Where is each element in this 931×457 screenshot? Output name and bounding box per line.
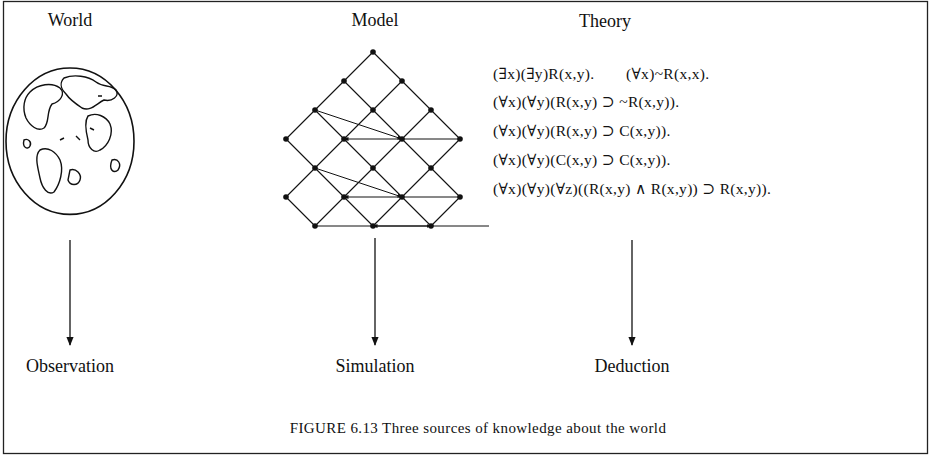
lattice-edge xyxy=(286,139,315,168)
lattice-dot xyxy=(370,165,376,171)
lattice-graph xyxy=(283,49,489,229)
lattice-edge xyxy=(431,110,460,139)
source-name: Simulation xyxy=(335,356,414,378)
source-name: Deduction xyxy=(595,356,670,378)
lattice-dot xyxy=(370,49,376,55)
lattice-edge xyxy=(431,197,460,226)
arrow xyxy=(69,240,70,345)
lattice-dot xyxy=(457,136,463,142)
lattice-dot xyxy=(457,194,463,200)
lattice-edge xyxy=(344,139,373,168)
column-heading: World xyxy=(48,10,93,32)
source-name: Observation xyxy=(26,356,114,378)
lattice-edge xyxy=(344,52,373,81)
lattice-dot xyxy=(399,136,405,142)
formula: (∀x)(∀y)(∀z)((R(x,y) ∧ R(x,y)) ⊃ R(x,y))… xyxy=(493,180,771,199)
formula: (∃x)(∃y)R(x,y). xyxy=(493,65,594,84)
globe-figure: World xyxy=(5,8,135,218)
globe-outline xyxy=(5,60,135,218)
lattice-edge xyxy=(402,197,431,226)
lattice-edge xyxy=(344,197,373,226)
lattice-dot xyxy=(370,223,376,229)
lattice-dot xyxy=(341,78,347,84)
column-heading: Theory xyxy=(579,11,631,33)
lattice-dot xyxy=(283,194,289,200)
formula: (∀x)(∀y)(R(x,y) ⊃ C(x,y)). xyxy=(493,122,671,141)
lattice-arrow xyxy=(315,168,402,197)
lattice-edge xyxy=(344,81,373,110)
lattice-dot xyxy=(341,136,347,142)
lattice-edge xyxy=(315,139,344,168)
globe-continents xyxy=(24,76,120,193)
lattice-dot xyxy=(312,107,318,113)
lattice-edge xyxy=(402,81,431,110)
lattice-arrow xyxy=(315,110,402,139)
lattice-dot xyxy=(428,107,434,113)
lattice-edge xyxy=(373,52,402,81)
formula: (∀x)(∀y)(R(x,y) ⊃ ~R(x,y)). xyxy=(493,93,679,112)
lattice-edge xyxy=(373,81,402,110)
lattice-edge xyxy=(431,168,460,197)
source-arrows xyxy=(70,238,632,345)
formula: (∀x)(∀y)(C(x,y) ⊃ C(x,y)). xyxy=(493,151,671,170)
lattice-dot xyxy=(341,194,347,200)
lattice-dot xyxy=(399,78,405,84)
column-heading: Model xyxy=(352,10,399,32)
arrow xyxy=(631,240,632,345)
lattice-edge xyxy=(402,168,431,197)
lattice-edge xyxy=(286,168,315,197)
lattice-dot xyxy=(283,136,289,142)
lattice-dot xyxy=(428,165,434,171)
lattice-dot xyxy=(399,194,405,200)
lattice-dot xyxy=(312,223,318,229)
lattice-edge xyxy=(315,197,344,226)
lattice-dot xyxy=(370,107,376,113)
lattice-edge xyxy=(315,81,344,110)
lattice-edge xyxy=(431,139,460,168)
lattice-edge xyxy=(402,110,431,139)
lattice-dot xyxy=(428,223,434,229)
lattice-dot xyxy=(312,165,318,171)
arrow xyxy=(374,238,375,345)
lattice-edge xyxy=(286,197,315,226)
lattice-edge xyxy=(373,197,402,226)
formula: (∀x)~R(x,x). xyxy=(626,65,709,84)
lattice-edge xyxy=(373,139,402,168)
figure-frame xyxy=(4,2,928,454)
lattice-edge xyxy=(402,139,431,168)
lattice-edge xyxy=(286,110,315,139)
figure-caption: FIGURE 6.13 Three sources of knowledge a… xyxy=(290,419,667,437)
model-figure: Model xyxy=(280,8,470,230)
